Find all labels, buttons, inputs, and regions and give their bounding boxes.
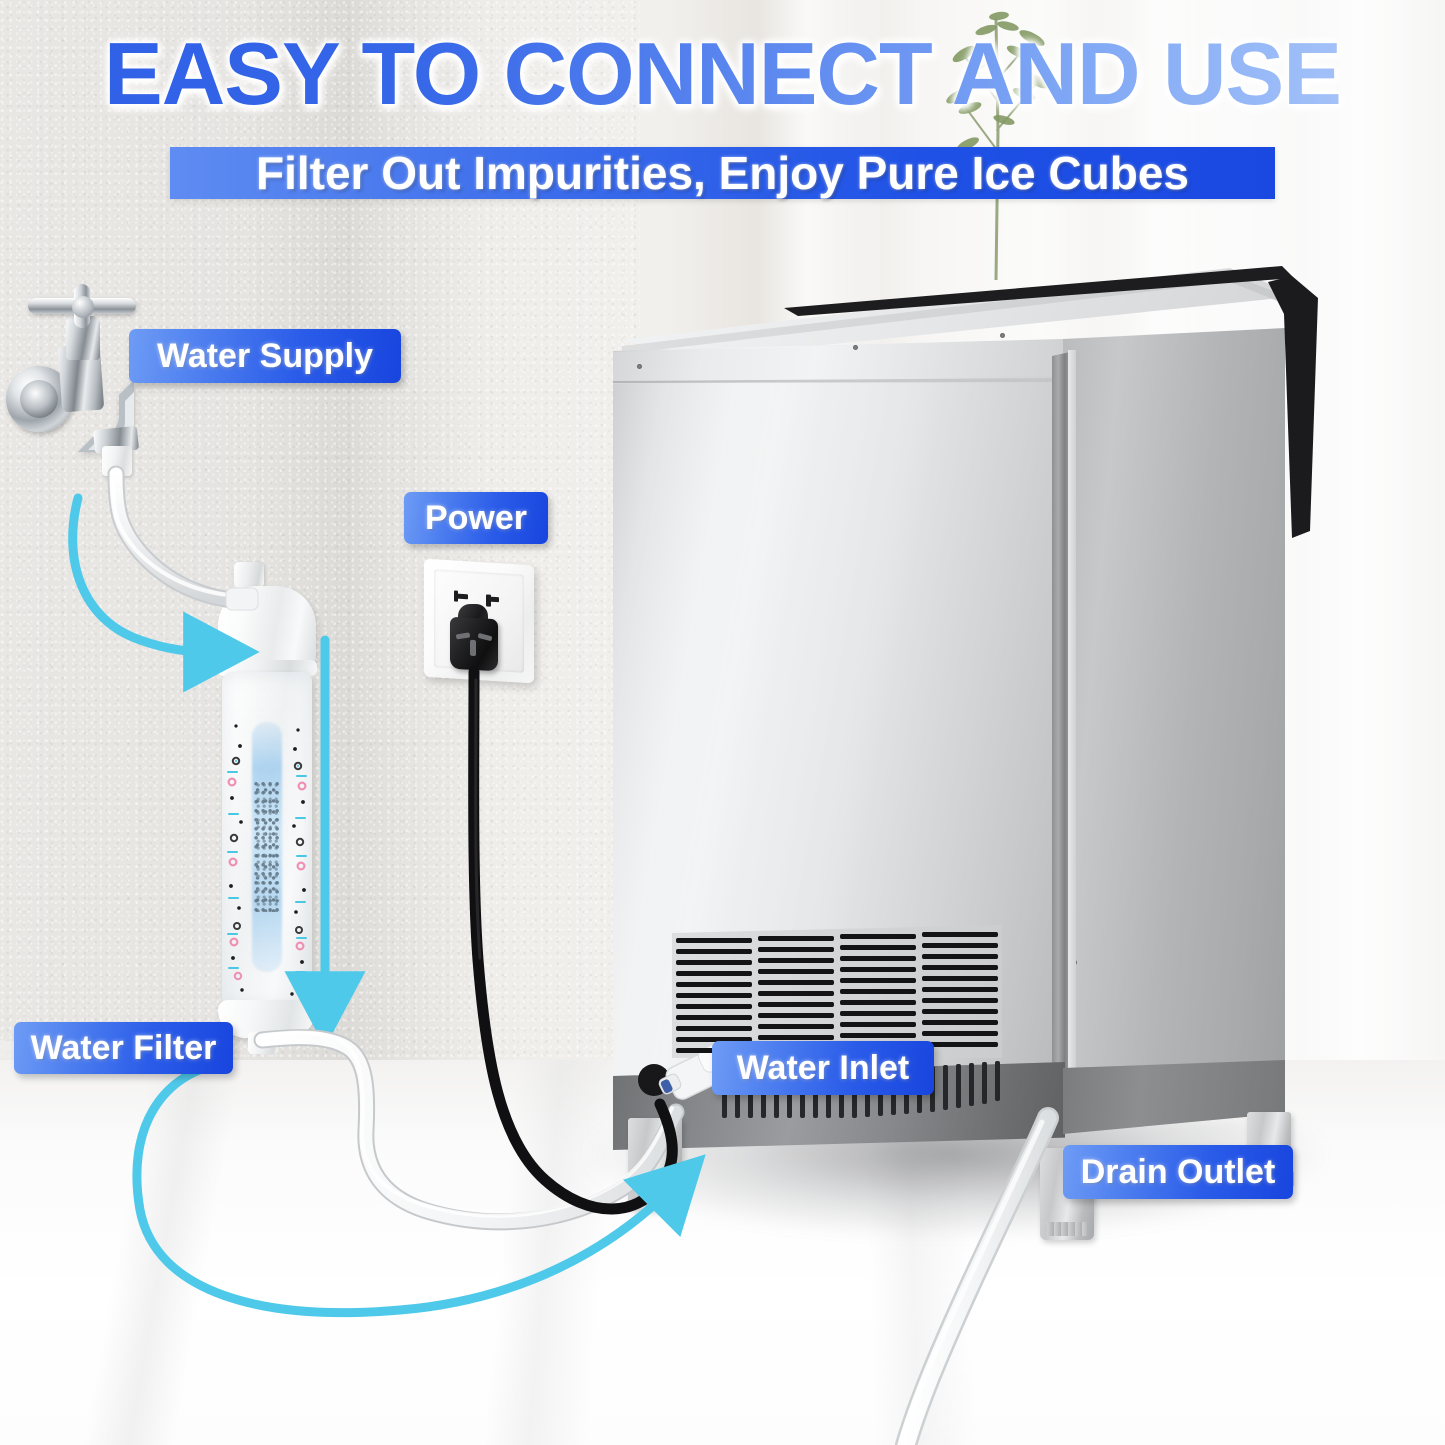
curtain-panel-far-right	[1300, 0, 1445, 1060]
callout-power[interactable]: Power	[404, 492, 548, 544]
panel-screw	[1000, 333, 1005, 338]
panel-screw	[637, 364, 642, 369]
plug-prong-left	[455, 632, 471, 640]
faucet-hose-adapter	[102, 446, 132, 476]
callout-drain-outlet[interactable]: Drain Outlet	[1063, 1145, 1293, 1199]
callout-water-filter[interactable]: Water Filter	[14, 1022, 233, 1074]
callout-water-inlet[interactable]: Water Inlet	[712, 1041, 934, 1095]
filter-inlet-port	[234, 562, 264, 588]
callout-drain-outlet-label: Drain Outlet	[1080, 1152, 1276, 1191]
callout-water-supply-label: Water Supply	[157, 336, 373, 375]
power-plug[interactable]	[450, 616, 498, 672]
subtitle-bar	[170, 147, 1275, 199]
page-title: EASY TO CONNECT AND USE	[0, 30, 1445, 118]
page-subtitle: Filter Out Impurities, Enjoy Pure Ice Cu…	[256, 147, 1189, 199]
machine-corner-pillar	[1052, 352, 1070, 1122]
ventilation-grille	[672, 925, 1002, 1058]
inline-water-filter	[212, 562, 322, 1054]
panel-screw	[853, 345, 858, 350]
filter-outlet-port	[248, 1032, 278, 1054]
faucet-handle-hub	[72, 296, 94, 318]
plug-prong-ground	[470, 639, 476, 657]
callout-water-inlet-label: Water Inlet	[736, 1048, 910, 1087]
callout-water-supply[interactable]: Water Supply	[129, 329, 401, 383]
outlet-slot-right-prong	[490, 596, 499, 603]
callout-power-label: Power	[424, 498, 528, 537]
filter-housing	[222, 672, 312, 1008]
machine-corner-highlight	[1068, 350, 1076, 1122]
plug-prong-right	[477, 632, 493, 642]
callout-water-filter-label: Water Filter	[30, 1028, 217, 1067]
machine-side-panel	[1063, 328, 1285, 1128]
filter-top-cap	[218, 586, 316, 670]
leveling-leg	[628, 1118, 682, 1210]
filter-granule-media	[254, 782, 280, 912]
machine-panel-seam	[613, 378, 1063, 383]
outlet-slot-left-prong	[454, 590, 458, 602]
